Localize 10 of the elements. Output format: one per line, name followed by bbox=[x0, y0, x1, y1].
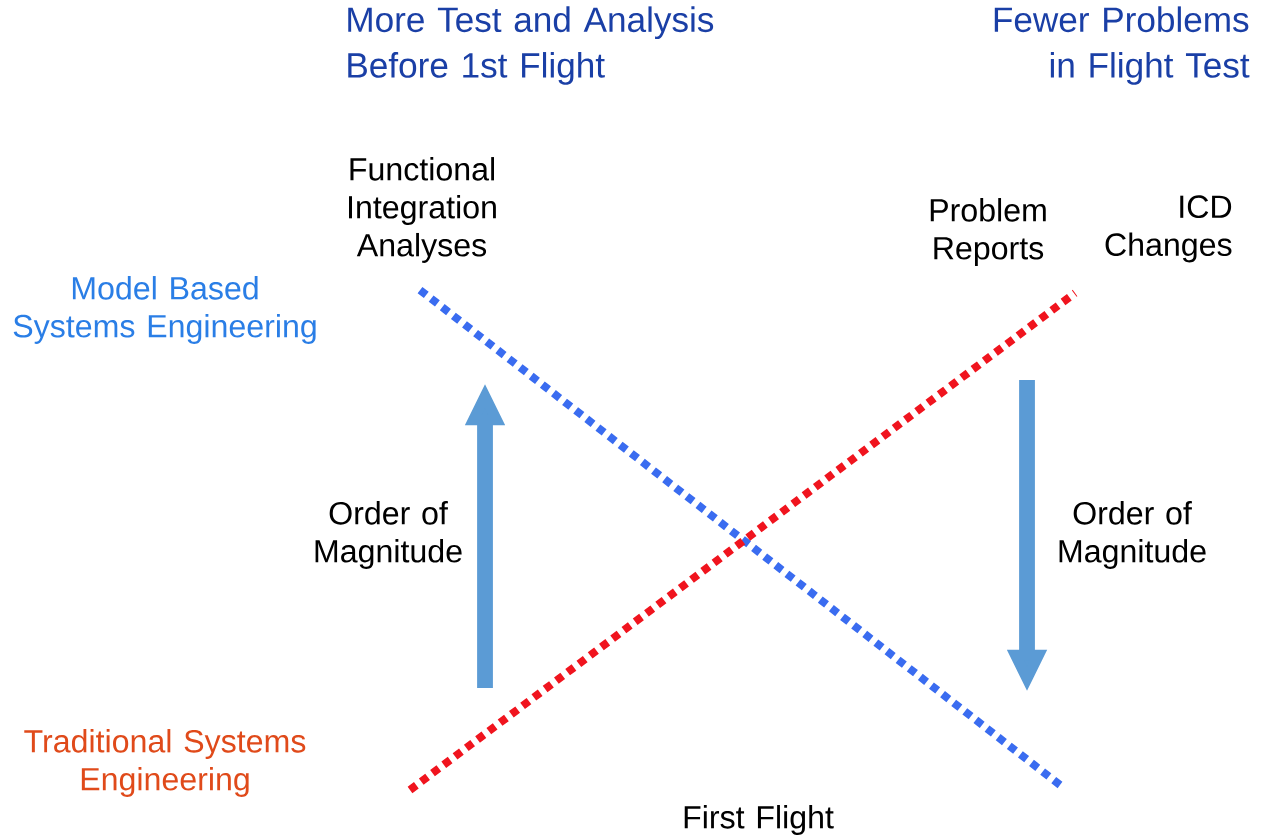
label-text: Traditional Systems Engineering bbox=[24, 729, 306, 797]
note-text: Fewer Problems in Flight Test bbox=[994, 6, 1250, 85]
label-text: Order of Magnitude bbox=[1059, 501, 1206, 569]
label-text: Model Based Systems Engineering bbox=[13, 276, 316, 344]
note-text: More Test and Analysis Before 1st Flight bbox=[348, 6, 714, 85]
label-text: First Flight bbox=[684, 805, 834, 835]
label-text: Functional Integration Analyses bbox=[349, 157, 496, 263]
label-text: Problem Reports bbox=[930, 198, 1046, 266]
label-text: Order of Magnitude bbox=[315, 501, 462, 569]
label-text: ICD Changes bbox=[1105, 195, 1232, 263]
